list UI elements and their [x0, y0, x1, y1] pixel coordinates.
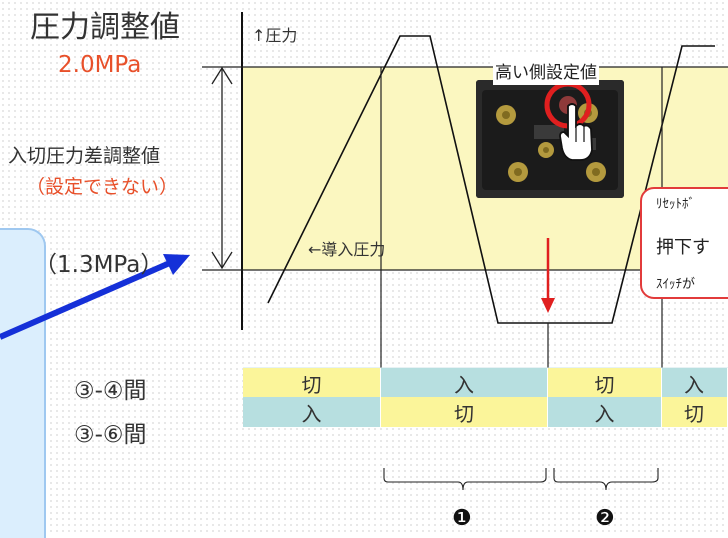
reset-note-popup: ﾘｾｯﾄﾎﾞ 押下す ｽｲｯﾁが	[640, 187, 728, 299]
hand-pointer-icon	[559, 103, 593, 161]
cell-r2-c4: 切	[662, 397, 728, 427]
differential-arrow-top	[211, 66, 233, 85]
intro-pressure-label: ←導入圧力	[308, 240, 386, 259]
high-side-label: 高い側設定値	[493, 56, 599, 85]
popup-line-1: ﾘｾｯﾄﾎﾞ	[656, 197, 695, 212]
title: 圧力調整値	[30, 10, 180, 45]
lower-value: （1.3MPa）	[34, 252, 164, 278]
cell-r1-c2: 入	[381, 368, 548, 398]
pressure-waveform	[267, 35, 715, 324]
brace-1	[383, 468, 547, 491]
red-arrow-head	[541, 298, 555, 313]
marker-1: ❶	[452, 506, 472, 531]
row-label-3-4: ③-④間	[74, 378, 147, 404]
side-note-panel	[0, 228, 46, 538]
differential-arrow-bottom	[211, 251, 233, 270]
cell-r2-c1: 入	[243, 397, 381, 427]
row-label-3-6: ③-⑥間	[74, 422, 147, 448]
cell-r1-c4: 入	[662, 368, 728, 398]
blue-arrow-head	[163, 254, 190, 275]
marker-2: ❷	[595, 506, 615, 531]
setting-value: 2.0MPa	[58, 52, 142, 78]
differential-label: 入切圧力差調整値	[8, 145, 161, 167]
cell-r1-c1: 切	[243, 368, 381, 398]
cell-r1-c3: 切	[548, 368, 662, 398]
popup-line-3: ｽｲｯﾁが	[656, 277, 696, 292]
cell-r2-c3: 入	[548, 397, 662, 427]
brace-2	[553, 468, 659, 491]
not-adjustable-label: （設定できない）	[26, 176, 179, 198]
pressure-axis-label: ↑圧力	[252, 26, 298, 45]
popup-line-2: 押下す	[656, 237, 710, 258]
cell-r2-c2: 切	[381, 397, 548, 427]
blue-arrow	[0, 259, 174, 340]
